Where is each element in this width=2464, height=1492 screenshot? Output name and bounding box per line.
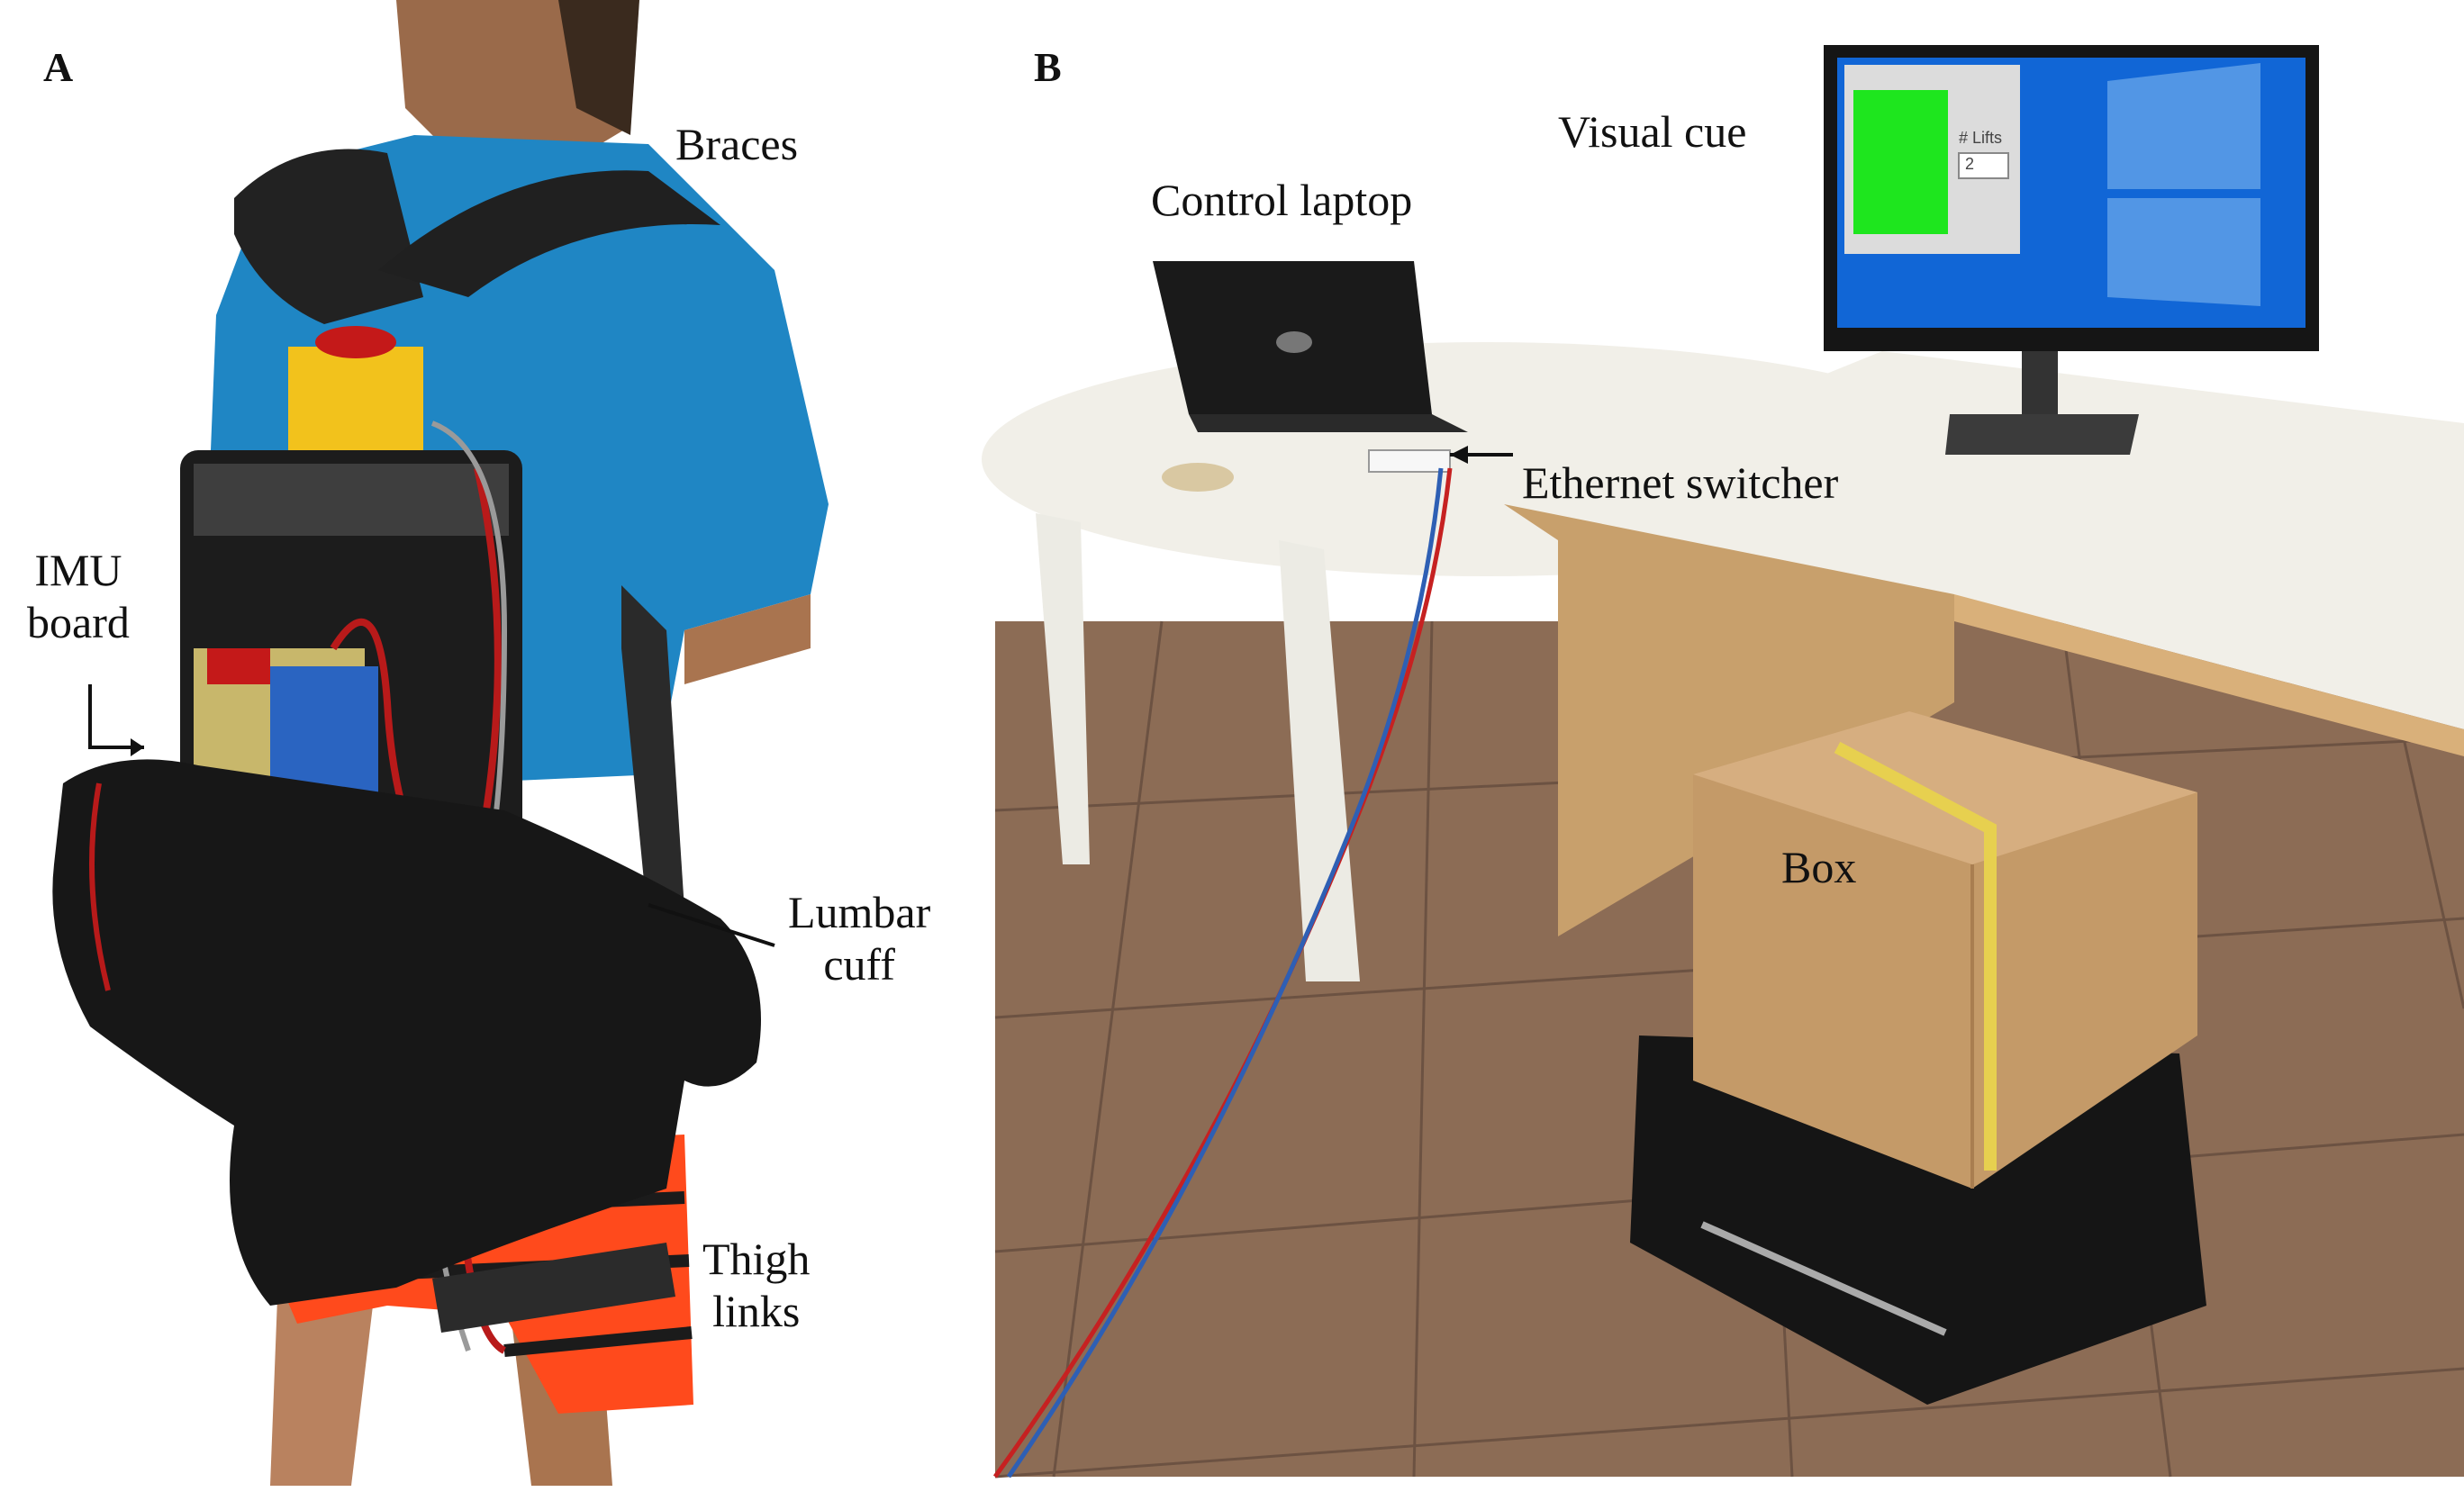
lifts-counter-box bbox=[1958, 152, 2009, 179]
case-trim bbox=[1700, 1221, 1947, 1336]
lumbar-pointer-line bbox=[648, 903, 775, 947]
label-thigh-links: Thigh links bbox=[702, 1234, 810, 1337]
desk-side bbox=[1504, 504, 1954, 936]
board-connector bbox=[207, 648, 270, 684]
laptop-logo bbox=[1276, 331, 1312, 353]
label-ethernet-switcher: Ethernet switcher bbox=[1522, 457, 1839, 508]
monitor-stand bbox=[1945, 414, 2139, 455]
label-imu-line2: board bbox=[27, 596, 130, 647]
tool-case bbox=[1630, 1035, 2206, 1405]
label-braces: Braces bbox=[675, 119, 799, 169]
box-yellow-tape bbox=[1834, 741, 1997, 1171]
label-thigh-line2: links bbox=[712, 1285, 801, 1336]
monitor-neck bbox=[2022, 351, 2058, 414]
label-lumbar-line2: cuff bbox=[823, 938, 895, 990]
ethernet-pointer-arrow bbox=[1450, 446, 1468, 464]
label-thigh-line1: Thigh bbox=[702, 1234, 811, 1284]
label-control-laptop: Control laptop bbox=[1151, 175, 1413, 225]
cuff-trim bbox=[89, 782, 111, 991]
panel-a-exoskeleton-photo: A Braces IMU board Lumbar cuff Thigh lin… bbox=[0, 0, 982, 1492]
round-table-leg-1 bbox=[1036, 513, 1090, 864]
ethernet-switch bbox=[1368, 449, 1451, 473]
tape-roll bbox=[1162, 463, 1234, 492]
label-box: Box bbox=[1781, 842, 1857, 892]
setup-illustration bbox=[982, 0, 2464, 1492]
box-top-face bbox=[1693, 711, 2197, 864]
desk-top bbox=[1504, 351, 2464, 729]
imu-pointer-line bbox=[88, 684, 144, 749]
exoskeleton-illustration bbox=[52, 0, 829, 1486]
screen-lifts-label: # Lifts bbox=[1959, 129, 2003, 147]
blue-ethernet-cable bbox=[1006, 467, 1444, 1478]
panel-b-setup-photo: B Visual cue Control laptop Ethernet swi… bbox=[982, 0, 2464, 1492]
laptop-base bbox=[1189, 414, 1468, 432]
label-imu-board: IMU board bbox=[27, 545, 130, 648]
lumbar-cuff bbox=[52, 759, 762, 1306]
desk-edge bbox=[1954, 594, 2464, 756]
label-lumbar-line1: Lumbar bbox=[788, 887, 931, 937]
backpack-lid bbox=[194, 464, 509, 536]
imu-pointer-arrow bbox=[131, 738, 144, 756]
arm bbox=[684, 594, 811, 684]
round-table-leg-2 bbox=[1279, 540, 1360, 981]
shoulder-pad-left bbox=[234, 149, 423, 324]
label-visual-cue: Visual cue bbox=[1558, 106, 1747, 157]
hair bbox=[558, 0, 639, 135]
emergency-stop-button bbox=[315, 326, 396, 358]
emergency-box bbox=[288, 347, 423, 455]
panel-b-letter: B bbox=[1034, 44, 1062, 90]
label-lumbar-cuff: Lumbar cuff bbox=[788, 887, 930, 990]
visual-cue-green-stimulus bbox=[1853, 90, 1948, 234]
screen-lifts-value: 2 bbox=[1965, 155, 1975, 173]
label-imu-line1: IMU bbox=[34, 545, 122, 595]
windows-logo bbox=[2107, 63, 2260, 306]
brace-strap bbox=[378, 170, 720, 297]
panel-a-letter: A bbox=[43, 44, 74, 90]
thigh-link-strap bbox=[432, 1243, 675, 1333]
side-strap bbox=[621, 585, 684, 927]
